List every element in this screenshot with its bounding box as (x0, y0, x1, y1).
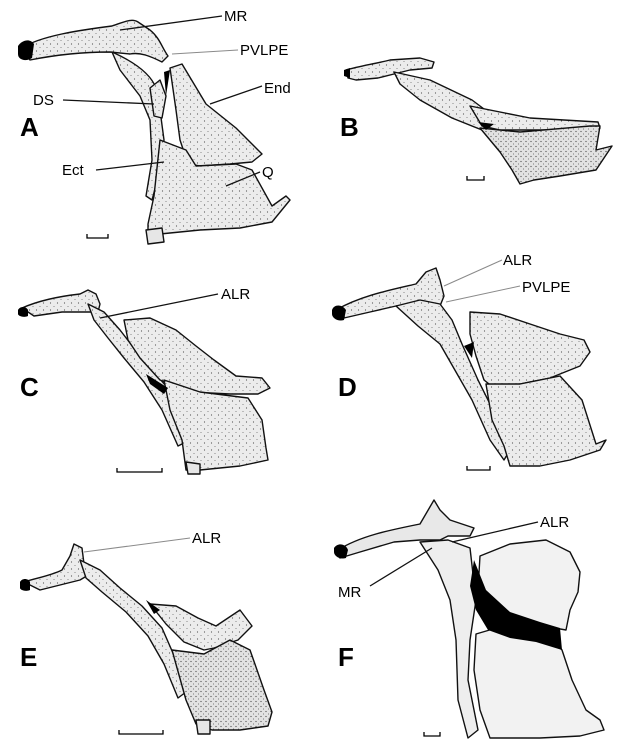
panel-f-label-mr: MR (338, 584, 361, 601)
panel-e-label-alr: ALR (192, 530, 221, 547)
panel-f-ect (420, 540, 478, 738)
panel-a-label-pvlpe: PVLPE (240, 42, 288, 59)
panel-b-mr-tip (344, 68, 350, 78)
panel-a-condyle (146, 228, 164, 244)
panel-d-letter: D (338, 372, 357, 402)
panel-c: C ALR (18, 286, 270, 474)
panel-b-scale-bar (467, 176, 484, 180)
panel-b-letter: B (340, 112, 359, 142)
panel-e-leader-alr (84, 538, 190, 552)
panel-d-label-pvlpe: PVLPE (522, 279, 570, 296)
panel-f-letter: F (338, 642, 354, 672)
panel-f-leader-mr (370, 548, 432, 586)
panel-b: B (340, 58, 612, 184)
panel-d-leader-pvlpe (446, 286, 520, 302)
panel-d-mr-tip (332, 306, 346, 321)
panel-e-scale-bar (119, 730, 163, 734)
panel-a-leader-pvlpe (172, 50, 238, 54)
panel-f-scale-bar (424, 732, 440, 736)
panel-f-label-alr: ALR (540, 514, 569, 531)
panel-a-leader-end (210, 86, 262, 104)
panel-a: A MR PVLPE DS End Ect Q (18, 8, 291, 244)
panel-a-label-end: End (264, 80, 291, 97)
panel-e-q (172, 640, 272, 730)
panel-c-mr-tip (18, 307, 28, 317)
panel-e-letter: E (20, 642, 37, 672)
panel-e-mr-tip (20, 579, 30, 591)
panel-a-label-q: Q (262, 164, 274, 181)
panel-e: E ALR (20, 530, 272, 734)
panel-d-leader-alr (444, 260, 502, 286)
panel-c-mr-bar (22, 290, 100, 316)
panel-f: F ALR MR (334, 500, 604, 738)
panel-a-mr-tip (18, 40, 34, 60)
panel-d-scale-bar (467, 466, 490, 470)
panel-a-label-ds: DS (33, 92, 54, 109)
panel-d-end (470, 312, 590, 388)
panel-d-label-alr: ALR (503, 252, 532, 269)
panel-a-label-mr: MR (224, 8, 247, 25)
panel-c-label-alr: ALR (221, 286, 250, 303)
panel-e-condyle (196, 720, 210, 734)
panel-a-leader-ds (63, 100, 154, 104)
panel-c-condyle (186, 462, 200, 474)
panel-a-label-ect: Ect (62, 162, 85, 179)
panel-c-letter: C (20, 372, 39, 402)
panel-a-letter: A (20, 112, 39, 142)
panel-c-scale-bar (117, 468, 162, 472)
panel-c-leader-alr (100, 294, 218, 318)
panel-e-mr-bar (24, 544, 90, 590)
panel-b-q (480, 126, 612, 184)
panel-d: D ALR PVLPE (332, 252, 606, 470)
panel-a-scale-bar (87, 234, 108, 238)
panel-b-mr-bar (346, 58, 434, 80)
